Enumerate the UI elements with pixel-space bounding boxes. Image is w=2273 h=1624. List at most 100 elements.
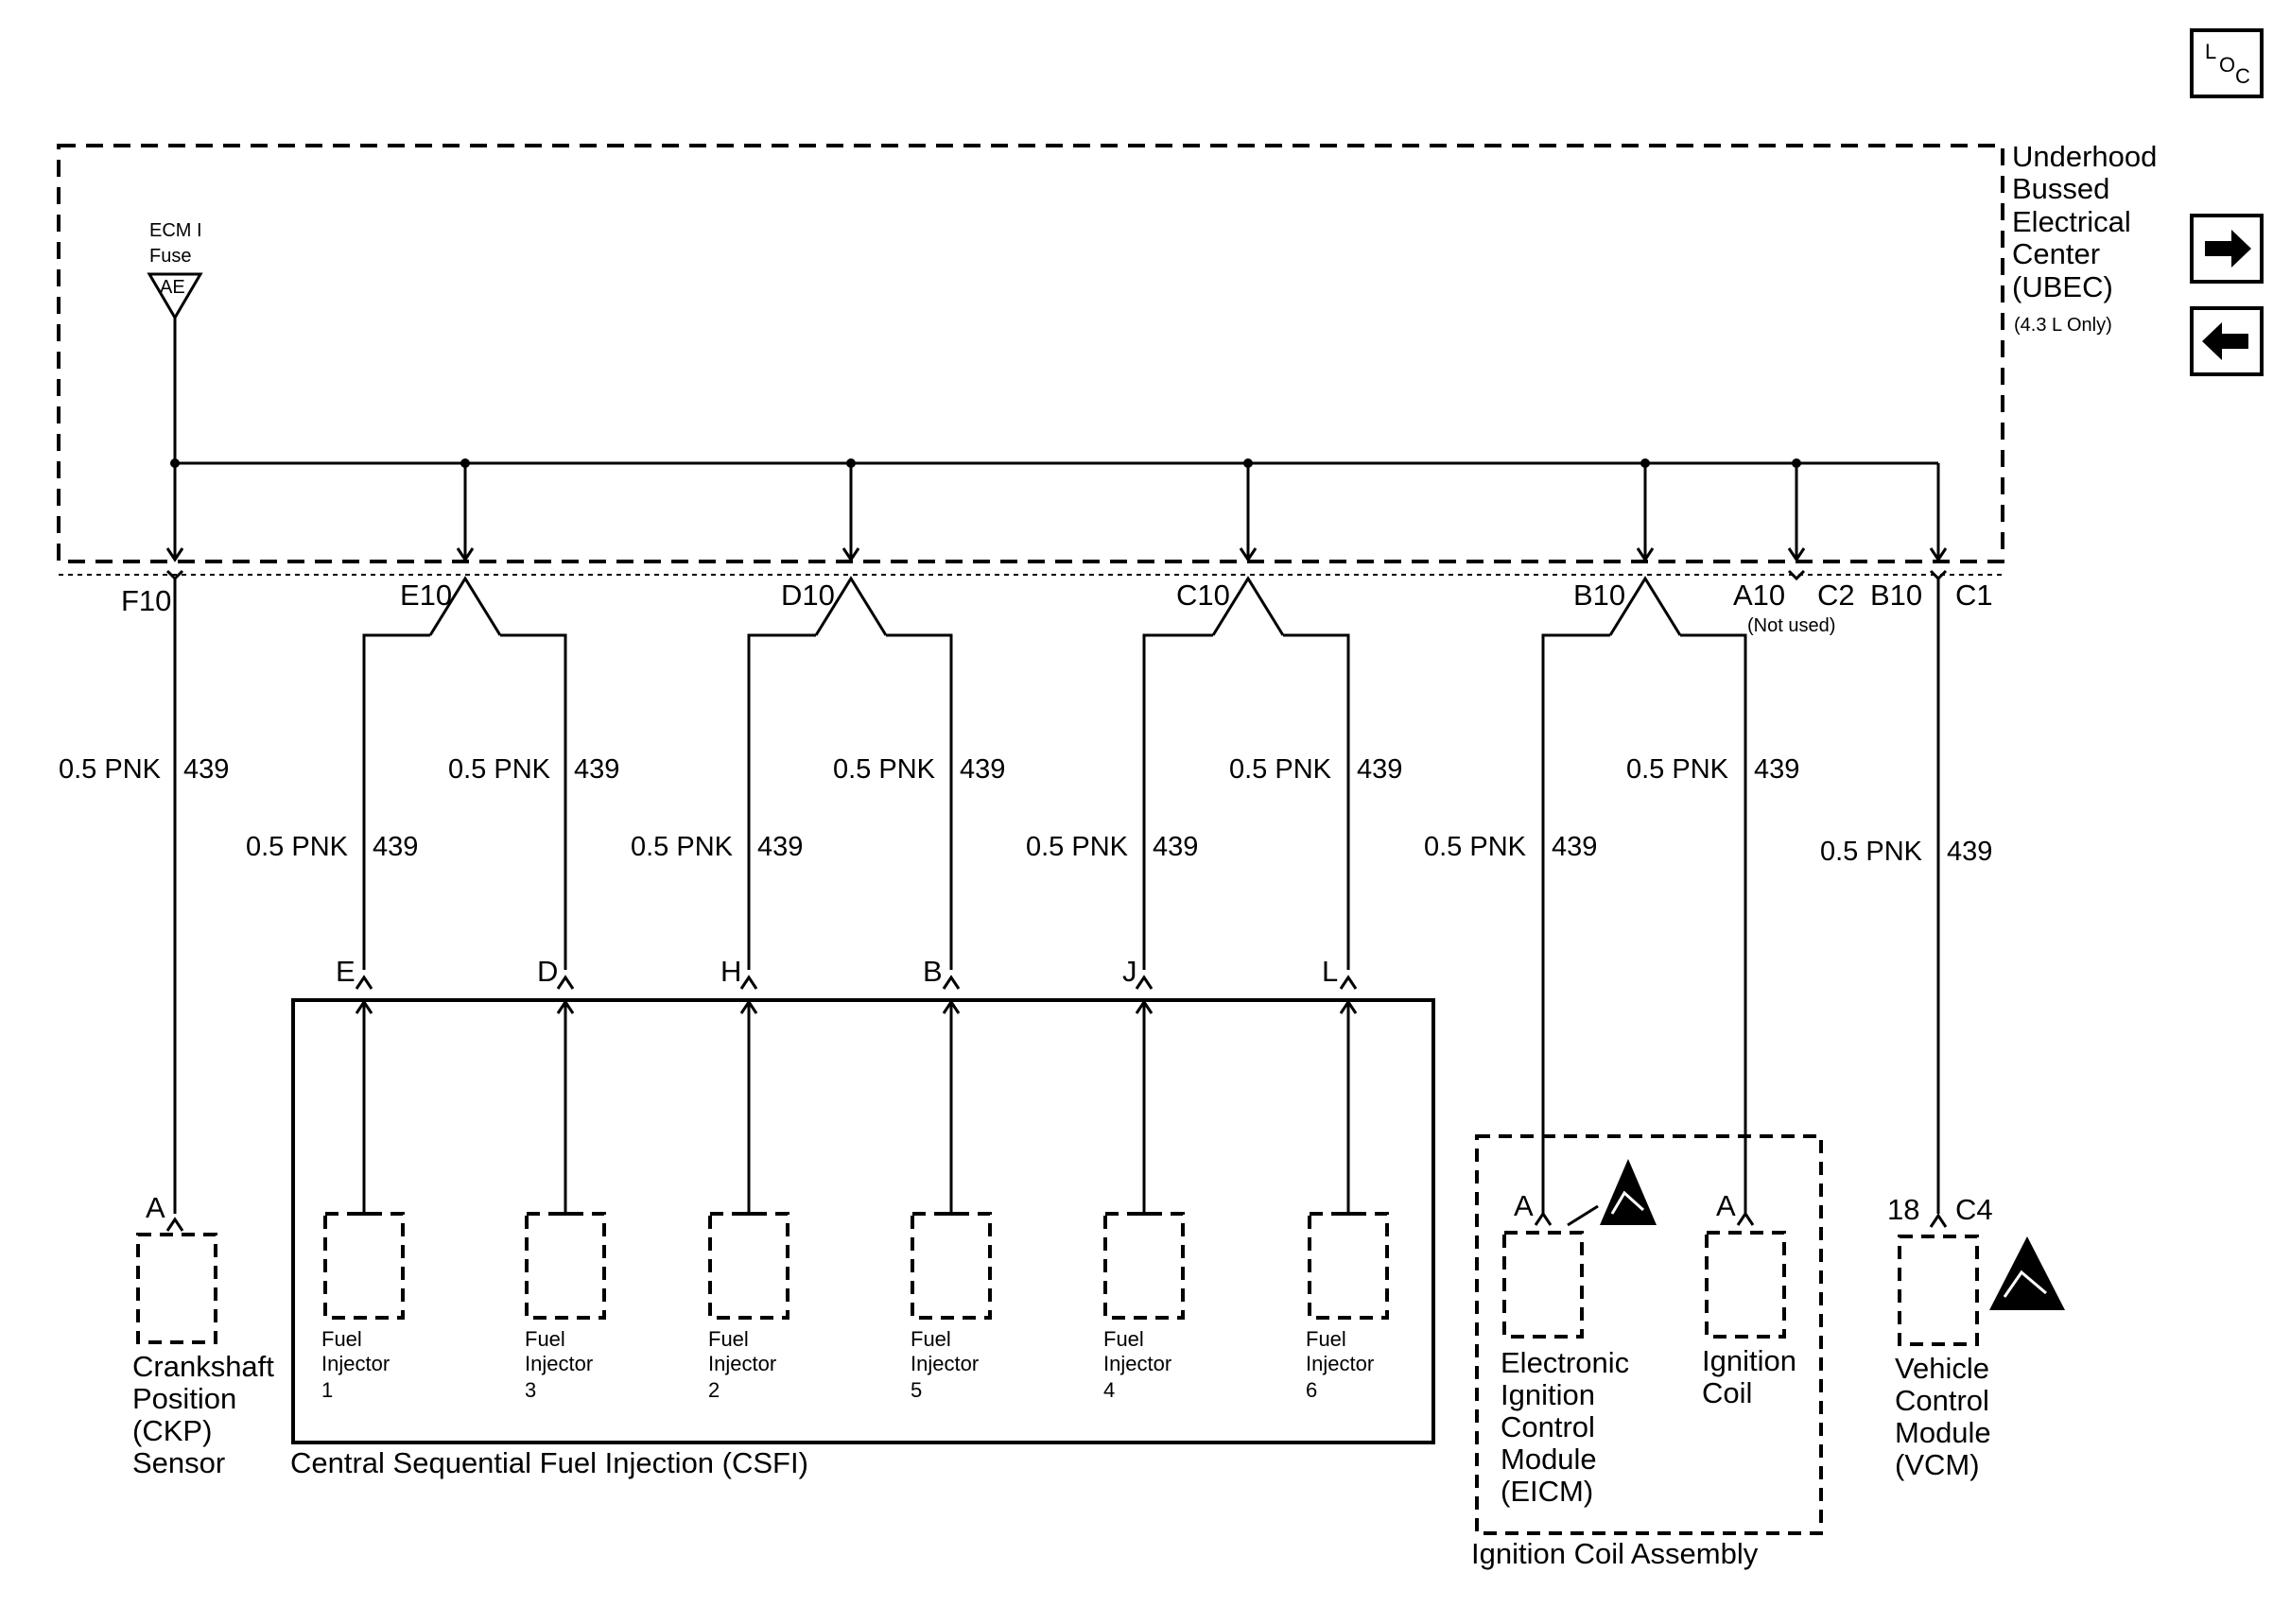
arrow-left-icon bbox=[2202, 322, 2248, 360]
svg-text:439: 439 bbox=[1947, 837, 1992, 867]
ubec-bus bbox=[165, 318, 1948, 562]
svg-text:0.5 PNK: 0.5 PNK bbox=[1626, 754, 1729, 785]
svg-text:C10: C10 bbox=[1176, 579, 1230, 612]
svg-text:J: J bbox=[1122, 955, 1137, 988]
ecm-fuse: ECM I Fuse AE bbox=[147, 220, 203, 320]
svg-text:A: A bbox=[1514, 1189, 1534, 1222]
svg-text:(4.3 L Only): (4.3 L Only) bbox=[2014, 315, 2112, 336]
svg-text:0.5 PNK: 0.5 PNK bbox=[833, 754, 936, 785]
fuel-injector-5: Fuel Injector 5 bbox=[911, 1212, 992, 1402]
svg-text:AE: AE bbox=[160, 277, 185, 298]
svg-text:439: 439 bbox=[1754, 754, 1799, 785]
ignition-coil-assembly: Ignition Coil Assembly bbox=[1471, 1134, 1823, 1570]
svg-text:439: 439 bbox=[183, 754, 229, 785]
svg-text:439: 439 bbox=[1153, 832, 1198, 862]
wire-injector-4: 0.5 PNK 439 bbox=[1026, 633, 1213, 970]
svg-text:Module: Module bbox=[1895, 1416, 1991, 1449]
svg-text:(UBEC): (UBEC) bbox=[2012, 270, 2113, 303]
svg-text:A: A bbox=[1716, 1189, 1736, 1222]
svg-text:Fuse: Fuse bbox=[149, 246, 191, 267]
svg-text:Injector: Injector bbox=[1306, 1352, 1374, 1375]
fuel-injector-4: Fuel Injector 4 bbox=[1103, 1212, 1185, 1402]
wire-injector-1: 0.5 PNK 439 bbox=[246, 633, 430, 970]
previous-page-button[interactable] bbox=[2190, 306, 2264, 376]
fuel-injector-1: Fuel Injector 1 bbox=[321, 1212, 405, 1402]
next-page-button[interactable] bbox=[2190, 214, 2264, 284]
svg-text:A: A bbox=[146, 1191, 165, 1224]
wire-injector-3: 0.5 PNK 439 bbox=[448, 633, 619, 970]
wire-injector-2: 0.5 PNK 439 bbox=[631, 633, 816, 970]
svg-text:Vehicle: Vehicle bbox=[1895, 1352, 1989, 1385]
fuel-injector-2: Fuel Injector 2 bbox=[708, 1212, 789, 1402]
wire-eicm: 0.5 PNK 439 bbox=[1424, 633, 1610, 1214]
svg-text:Sensor: Sensor bbox=[132, 1446, 225, 1479]
svg-text:0.5 PNK: 0.5 PNK bbox=[1026, 832, 1129, 862]
arrow-right-icon bbox=[2205, 230, 2251, 268]
svg-text:A10: A10 bbox=[1733, 579, 1785, 612]
csfi-box: Central Sequential Fuel Injection (CSFI) bbox=[290, 998, 1435, 1479]
svg-text:0.5 PNK: 0.5 PNK bbox=[631, 832, 734, 862]
svg-text:E: E bbox=[336, 955, 356, 988]
svg-text:439: 439 bbox=[373, 832, 418, 862]
eicm: A Electronic Ignition Control Module (EI… bbox=[1501, 1189, 1629, 1508]
svg-text:2: 2 bbox=[708, 1378, 720, 1402]
loc-button[interactable]: L O C bbox=[2190, 28, 2264, 98]
svg-text:Injector: Injector bbox=[321, 1352, 390, 1375]
esd-warning-icon bbox=[1567, 1159, 1657, 1227]
svg-text:(VCM): (VCM) bbox=[1895, 1448, 1980, 1481]
csfi-pins: E D H B J L bbox=[336, 955, 1362, 1216]
svg-text:Injector: Injector bbox=[1103, 1352, 1171, 1375]
svg-text:439: 439 bbox=[757, 832, 803, 862]
ubec-label: Underhood Bussed Electrical Center (UBEC… bbox=[2012, 140, 2157, 336]
svg-text:0.5 PNK: 0.5 PNK bbox=[246, 832, 349, 862]
loc-icon: L O C bbox=[2205, 40, 2250, 88]
svg-text:C2: C2 bbox=[1817, 579, 1855, 612]
svg-text:F10: F10 bbox=[121, 584, 171, 617]
svg-text:E10: E10 bbox=[400, 579, 452, 612]
terminal-labels: F10 E10 D10 C10 B10 A10 C2 (Not used) B1… bbox=[121, 579, 1993, 636]
svg-text:(Not used): (Not used) bbox=[1747, 615, 1835, 636]
svg-text:H: H bbox=[720, 955, 741, 988]
svg-text:Ignition Coil Assembly: Ignition Coil Assembly bbox=[1471, 1537, 1759, 1570]
svg-text:4: 4 bbox=[1103, 1378, 1115, 1402]
svg-text:Fuel: Fuel bbox=[321, 1327, 362, 1351]
svg-text:D10: D10 bbox=[781, 579, 835, 612]
svg-text:3: 3 bbox=[525, 1378, 536, 1402]
svg-text:Fuel: Fuel bbox=[1306, 1327, 1346, 1351]
fuel-injector-3: Fuel Injector 3 bbox=[525, 1212, 606, 1402]
svg-text:Underhood: Underhood bbox=[2012, 140, 2157, 173]
svg-text:B10: B10 bbox=[1573, 579, 1625, 612]
svg-text:Central Sequential Fuel Inject: Central Sequential Fuel Injection (CSFI) bbox=[290, 1446, 808, 1479]
ubec-box bbox=[57, 144, 2004, 576]
svg-text:Electrical: Electrical bbox=[2012, 205, 2131, 238]
svg-text:6: 6 bbox=[1306, 1378, 1317, 1402]
svg-text:Center: Center bbox=[2012, 237, 2100, 270]
svg-text:Module: Module bbox=[1501, 1443, 1597, 1476]
svg-text:ECM I: ECM I bbox=[149, 220, 202, 241]
ckp-sensor: A Crankshaft Position (CKP) Sensor bbox=[132, 1191, 274, 1479]
vcm: 18 C4 Vehicle Control Module (VCM) bbox=[1887, 1193, 1993, 1481]
svg-text:B10: B10 bbox=[1870, 579, 1922, 612]
svg-text:18: 18 bbox=[1887, 1193, 1919, 1226]
svg-text:Control: Control bbox=[1895, 1384, 1989, 1417]
svg-text:Position: Position bbox=[132, 1382, 236, 1415]
svg-text:L: L bbox=[2205, 40, 2216, 63]
ignition-coil: A Ignition Coil bbox=[1702, 1189, 1796, 1409]
svg-text:Fuel: Fuel bbox=[1103, 1327, 1144, 1351]
svg-text:0.5 PNK: 0.5 PNK bbox=[1820, 837, 1923, 867]
svg-text:439: 439 bbox=[1552, 832, 1597, 862]
svg-text:Bussed: Bussed bbox=[2012, 172, 2109, 205]
svg-text:5: 5 bbox=[911, 1378, 922, 1402]
svg-text:(CKP): (CKP) bbox=[132, 1414, 212, 1447]
svg-text:D: D bbox=[537, 955, 558, 988]
svg-text:C1: C1 bbox=[1955, 579, 1993, 612]
wire-ckp: 0.5 PNK 439 bbox=[59, 579, 229, 1214]
svg-text:Injector: Injector bbox=[708, 1352, 776, 1375]
fuel-injector-6: Fuel Injector 6 bbox=[1306, 1212, 1389, 1402]
svg-text:L: L bbox=[1322, 955, 1338, 988]
wire-ignition-coil: 0.5 PNK 439 bbox=[1626, 633, 1799, 1214]
svg-text:B: B bbox=[923, 955, 943, 988]
svg-text:Fuel: Fuel bbox=[525, 1327, 565, 1351]
esd-warning-icon-vcm bbox=[1989, 1236, 2065, 1310]
svg-text:Injector: Injector bbox=[911, 1352, 979, 1375]
